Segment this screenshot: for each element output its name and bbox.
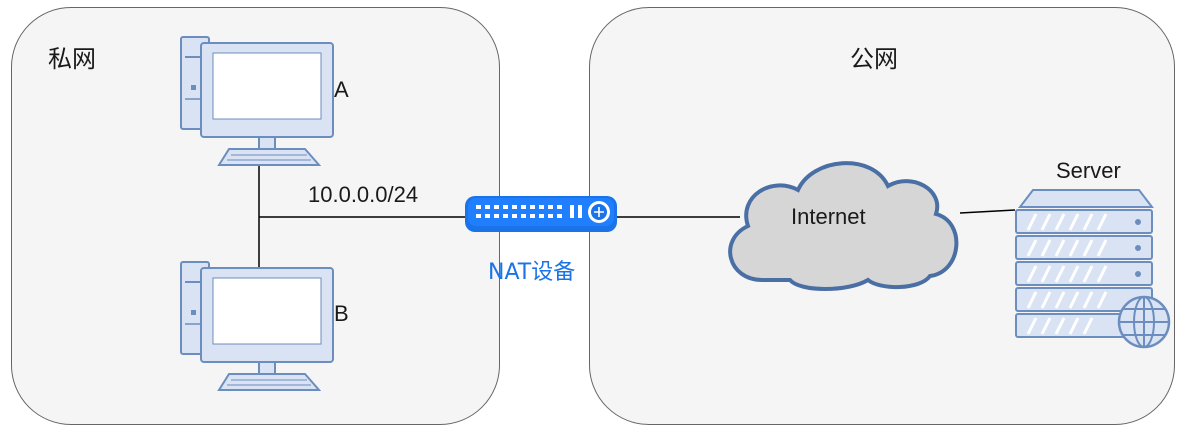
internet-cloud-icon [728, 161, 959, 291]
private-zone-label: 私网 [48, 45, 96, 73]
server-icon [1015, 189, 1171, 349]
computer-a-icon [180, 36, 334, 166]
computer-a-label: A [334, 77, 349, 102]
computer-b-label: B [334, 301, 349, 326]
subnet-label: 10.0.0.0/24 [308, 182, 419, 207]
server-label: Server [1056, 158, 1121, 183]
nat-device-label: NAT设备 [488, 260, 576, 285]
nat-device-icon [465, 196, 617, 232]
computer-b-icon [180, 261, 334, 391]
internet-label: Internet [791, 204, 866, 229]
public-zone-label: 公网 [850, 45, 898, 73]
